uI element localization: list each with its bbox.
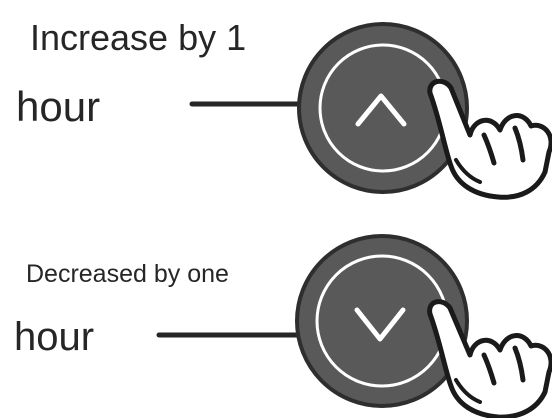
chevron-down-icon (354, 307, 406, 342)
chevron-up-icon (355, 93, 407, 127)
decrease-instruction: Decreased by one hour (0, 209, 552, 418)
increase-instruction: Increase by 1 hour (16, 17, 552, 200)
decrease-label: Decreased by one (26, 260, 229, 288)
increase-illustration (189, 22, 552, 200)
hand-pointer-icon (427, 78, 552, 200)
decrease-illustration (156, 234, 552, 418)
increase-label: Increase by 1 (30, 17, 247, 58)
increase-unit-label: hour (16, 83, 101, 130)
hand-pointer-icon (427, 299, 552, 418)
decrease-unit-label: hour (14, 315, 95, 359)
decrease-button[interactable] (295, 234, 469, 408)
